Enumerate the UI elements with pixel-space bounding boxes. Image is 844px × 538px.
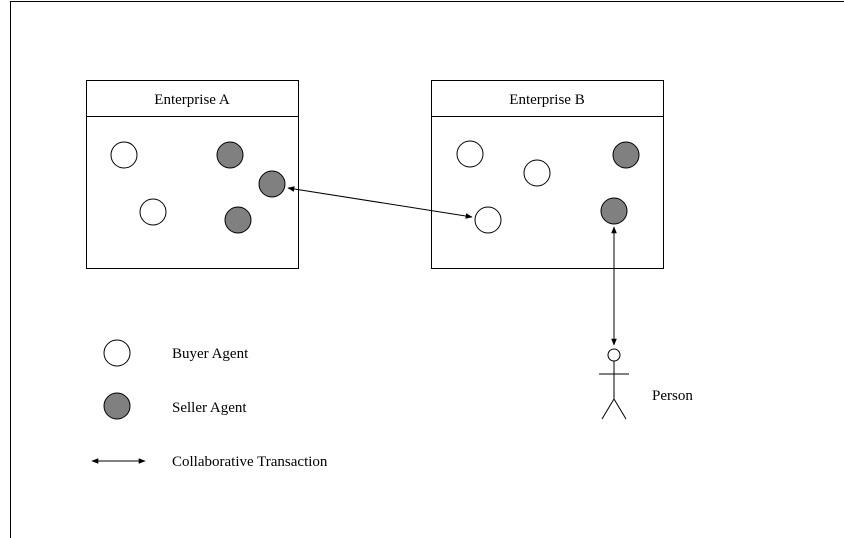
enterprise-a-title: Enterprise A: [154, 92, 230, 108]
seller-agent: [224, 206, 252, 234]
legend-buyer-icon: [103, 339, 131, 367]
buyer-agent: [523, 159, 551, 187]
person-icon: [599, 348, 629, 420]
transaction-arrow: [287, 186, 473, 219]
seller-agent: [216, 141, 244, 169]
person-label: Person: [652, 388, 693, 404]
seller-agent: [612, 141, 640, 169]
buyer-agent: [139, 198, 167, 226]
legend: Buyer Agent Seller Agent Collaborative T…: [91, 339, 328, 470]
legend-transaction-label: Collaborative Transaction: [172, 454, 328, 470]
legend-seller-label: Seller Agent: [172, 400, 247, 416]
seller-agent: [258, 170, 286, 198]
enterprise-b-box: Enterprise B: [431, 80, 664, 269]
enterprise-b-title: Enterprise B: [509, 92, 584, 108]
buyer-agent: [456, 140, 484, 168]
legend-buyer-label: Buyer Agent: [172, 346, 249, 362]
enterprise-a-box: Enterprise A: [86, 80, 299, 269]
legend-seller-icon: [103, 392, 131, 420]
buyer-agent: [110, 141, 138, 169]
seller-agent: [600, 197, 628, 225]
buyer-agent: [474, 206, 502, 234]
